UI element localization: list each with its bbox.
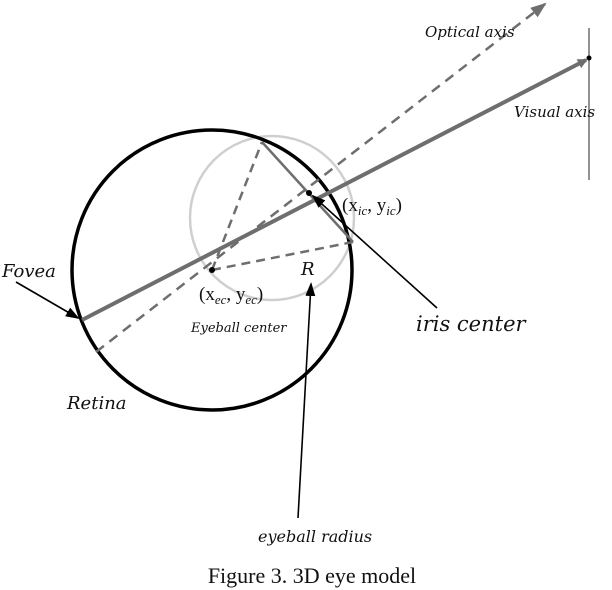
fovea-pointer-arrow <box>15 281 80 320</box>
retina-label: Retina <box>66 393 127 414</box>
visual-axis-label: Visual axis <box>514 103 595 121</box>
eyeball-center-label: Eyeball center <box>190 321 287 336</box>
iris-center-label: iris center <box>416 312 528 336</box>
visual-axis-point <box>586 55 592 61</box>
eyeball-circle <box>70 128 354 412</box>
iris-coordinate-label: (xic, yic) <box>342 195 402 218</box>
eyeball-radius-label: eyeball radius <box>258 527 372 546</box>
figure-caption: Figure 3. 3D eye model <box>208 563 416 588</box>
optical-axis-label: Optical axis <box>425 23 515 41</box>
radius-symbol-label: R <box>300 259 315 280</box>
visual-axis-line <box>81 58 588 322</box>
optical-axis-line <box>95 2 547 353</box>
fovea-label: Fovea <box>1 261 56 282</box>
eyeball-center-to-iris-bottom <box>211 240 354 272</box>
iris-center-point <box>306 190 312 196</box>
eyeball-center-point <box>209 267 215 273</box>
eyeball-radius-pointer-arrow <box>297 282 316 519</box>
iris-center-pointer-arrow <box>311 194 438 309</box>
cornea-circle <box>188 134 356 302</box>
eyeball-coordinate-label: (xec, yec) <box>199 284 263 307</box>
